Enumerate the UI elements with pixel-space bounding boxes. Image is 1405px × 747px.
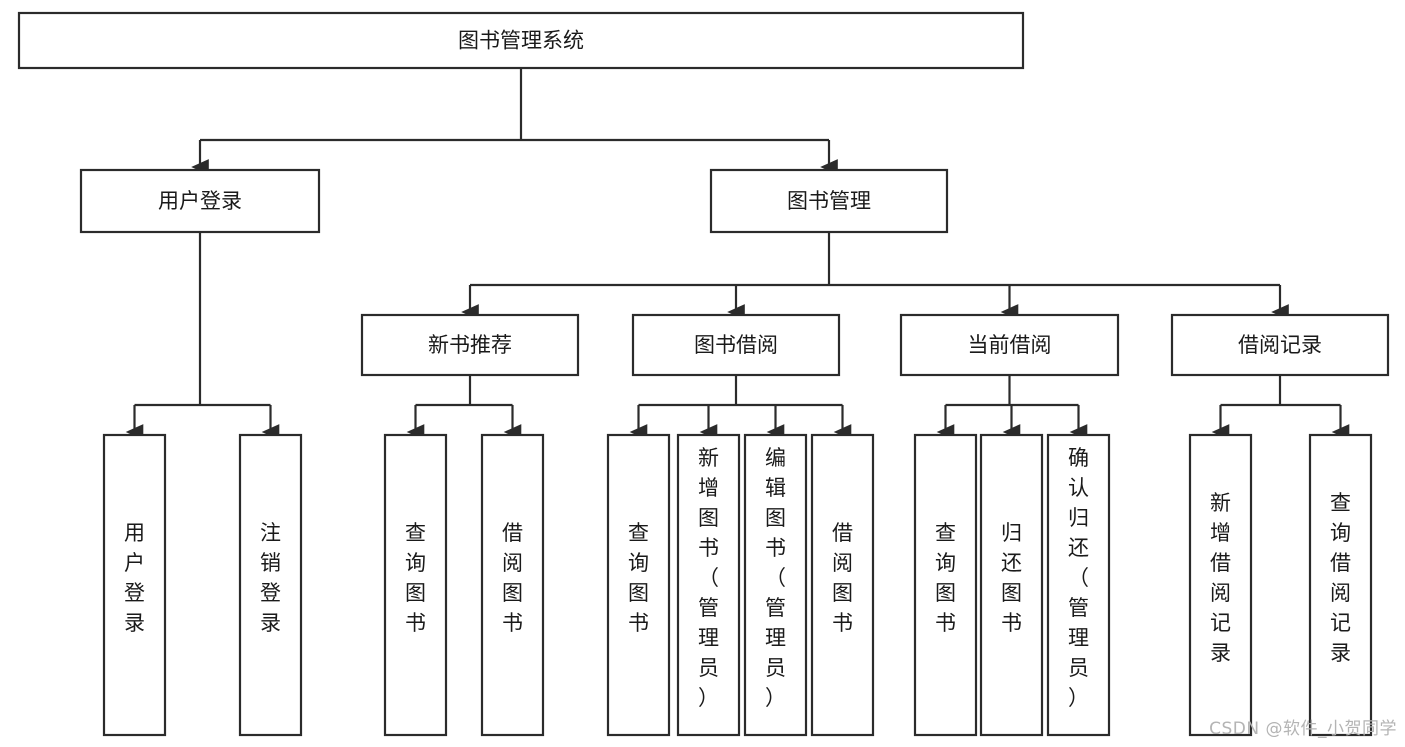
node-leaf-3[interactable]: 查询图书 <box>383 433 448 737</box>
node-label: 借阅记录 <box>1238 333 1322 357</box>
node-box <box>360 313 580 377</box>
node-box <box>17 11 1025 70</box>
watermark-label: CSDN @软件_小贺同学 <box>1209 719 1397 739</box>
node-label: 编辑图书（管理员） <box>765 446 786 710</box>
node-label: 新书推荐 <box>428 333 512 357</box>
node-box <box>606 433 671 737</box>
node-box <box>1046 433 1111 737</box>
node-label: 注销登录 <box>260 521 281 635</box>
node-label: 归还图书 <box>1001 521 1022 635</box>
node-label: 查询图书 <box>935 521 956 635</box>
node-box <box>810 433 875 737</box>
node-leaf-10[interactable]: 归还图书 <box>979 433 1044 737</box>
node-label: 图书借阅 <box>694 333 778 357</box>
node-leaf-4[interactable]: 借阅图书 <box>480 433 545 737</box>
node-leaf-5[interactable]: 查询图书 <box>606 433 671 737</box>
node-label: 新增图书（管理员） <box>698 446 719 710</box>
node-label: 查询图书 <box>405 521 426 635</box>
node-leaf-12[interactable]: 新增借阅记录 <box>1188 433 1253 737</box>
node-label: 图书管理系统 <box>458 29 584 53</box>
node-label: 确认归还（管理员） <box>1068 446 1089 710</box>
node-root[interactable]: 图书管理系统 <box>17 11 1025 70</box>
node-box <box>1170 313 1390 377</box>
node-label: 借阅图书 <box>832 521 853 635</box>
node-box <box>631 313 841 377</box>
node-leaf-8[interactable]: 借阅图书 <box>810 433 875 737</box>
node-box <box>913 433 978 737</box>
node-box <box>676 433 741 737</box>
node-box <box>383 433 448 737</box>
node-leaf-6[interactable]: 新增图书（管理员） <box>676 433 741 737</box>
node-l2-c[interactable]: 当前借阅 <box>899 313 1120 377</box>
node-leaf-2[interactable]: 注销登录 <box>238 433 303 737</box>
node-box <box>79 168 321 234</box>
node-l1-a[interactable]: 用户登录 <box>79 168 321 234</box>
node-box <box>979 433 1044 737</box>
node-label: 当前借阅 <box>968 333 1052 357</box>
node-l2-d[interactable]: 借阅记录 <box>1170 313 1390 377</box>
node-label: 图书管理 <box>787 189 871 213</box>
node-box <box>899 313 1120 377</box>
node-l1-b[interactable]: 图书管理 <box>709 168 949 234</box>
node-label: 用户登录 <box>158 189 242 213</box>
node-label: 查询借阅记录 <box>1330 491 1351 665</box>
node-label: 新增借阅记录 <box>1210 491 1231 665</box>
node-l2-b[interactable]: 图书借阅 <box>631 313 841 377</box>
node-box <box>709 168 949 234</box>
node-box <box>102 433 167 737</box>
node-label: 借阅图书 <box>502 521 523 635</box>
node-box <box>480 433 545 737</box>
node-box <box>238 433 303 737</box>
node-box <box>1188 433 1253 737</box>
node-l2-a[interactable]: 新书推荐 <box>360 313 580 377</box>
node-leaf-9[interactable]: 查询图书 <box>913 433 978 737</box>
node-box <box>1308 433 1373 737</box>
node-leaf-1[interactable]: 用户登录 <box>102 433 167 737</box>
node-label: 查询图书 <box>628 521 649 635</box>
node-leaf-13[interactable]: 查询借阅记录 <box>1308 433 1373 737</box>
connector-layer <box>125 68 1350 440</box>
node-label: 用户登录 <box>124 521 145 635</box>
node-leaf-7[interactable]: 编辑图书（管理员） <box>743 433 808 737</box>
node-layer: 图书管理系统用户登录图书管理新书推荐图书借阅当前借阅借阅记录用户登录注销登录查询… <box>17 11 1390 737</box>
node-leaf-11[interactable]: 确认归还（管理员） <box>1046 433 1111 737</box>
node-box <box>743 433 808 737</box>
